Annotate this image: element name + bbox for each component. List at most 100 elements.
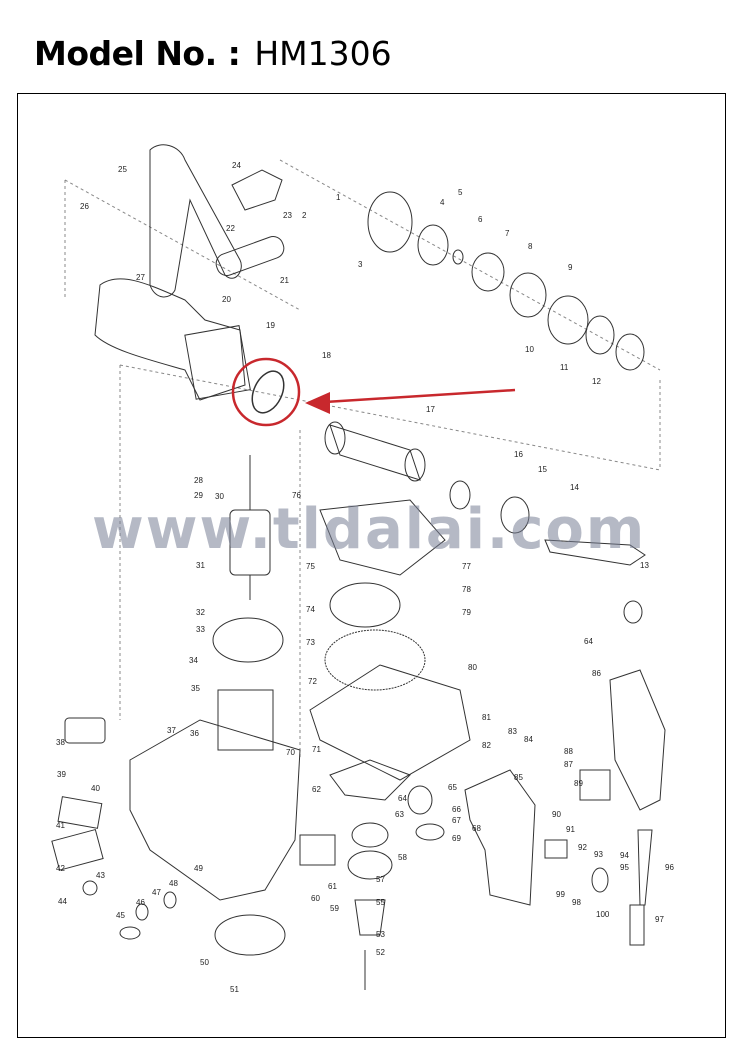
part-label-58: 58 — [398, 853, 407, 862]
part-number-labels: 1234567891011121314151617181920212223242… — [56, 161, 674, 994]
part-label-9: 9 — [568, 263, 573, 272]
part-label-96: 96 — [665, 863, 674, 872]
part-label-68: 68 — [472, 824, 481, 833]
part-label-95: 95 — [620, 863, 629, 872]
part-label-47: 47 — [152, 888, 161, 897]
part-label-5: 5 — [458, 188, 463, 197]
part-label-40: 40 — [91, 784, 100, 793]
part-label-45: 45 — [116, 911, 125, 920]
part-label-15: 15 — [538, 465, 547, 474]
part-label-24: 24 — [232, 161, 241, 170]
part-label-77: 77 — [462, 562, 471, 571]
part-label-53: 53 — [376, 930, 385, 939]
part-label-44: 44 — [58, 897, 67, 906]
bracket — [231, 169, 283, 211]
highlight-annotation — [231, 357, 516, 427]
part-label-1: 1 — [336, 193, 341, 202]
part-label-46: 46 — [136, 898, 145, 907]
part-label-55: 55 — [376, 898, 385, 907]
part-label-50: 50 — [200, 958, 209, 967]
part-label-93: 93 — [594, 850, 603, 859]
part-label-70: 70 — [286, 748, 295, 757]
part-label-34: 34 — [189, 656, 198, 665]
part-label-7: 7 — [505, 229, 510, 238]
part-label-20: 20 — [222, 295, 231, 304]
part-label-14: 14 — [570, 483, 579, 492]
side-grip-strap — [149, 144, 242, 298]
part-label-66: 66 — [452, 805, 461, 814]
rear-handle — [94, 278, 246, 401]
part-label-22: 22 — [226, 224, 235, 233]
part-label-27: 27 — [136, 273, 145, 282]
part-label-60: 60 — [311, 894, 320, 903]
part-label-36: 36 — [190, 729, 199, 738]
arrow-head-icon — [305, 392, 330, 414]
part-drawings — [51, 144, 666, 990]
part-label-73: 73 — [306, 638, 315, 647]
part-label-48: 48 — [169, 879, 178, 888]
part-label-52: 52 — [376, 948, 385, 957]
part-label-33: 33 — [196, 625, 205, 634]
part-label-98: 98 — [572, 898, 581, 907]
part-label-90: 90 — [552, 810, 561, 819]
part-label-85: 85 — [514, 773, 523, 782]
part-label-11: 11 — [560, 363, 569, 372]
part-label-64: 64 — [398, 794, 407, 803]
part-label-23: 23 — [283, 211, 292, 220]
part-label-65: 65 — [448, 783, 457, 792]
part-label-59: 59 — [330, 904, 339, 913]
part-label-21: 21 — [280, 276, 289, 285]
part-label-19: 19 — [266, 321, 275, 330]
part-label-81: 81 — [482, 713, 491, 722]
part-label-4: 4 — [440, 198, 445, 207]
part-label-12: 12 — [592, 377, 601, 386]
part-label-91: 91 — [566, 825, 575, 834]
arrow-shaft — [324, 388, 516, 404]
part-label-75: 75 — [306, 562, 315, 571]
part-label-72: 72 — [308, 677, 317, 686]
part-label-64: 64 — [584, 637, 593, 646]
part-label-28: 28 — [194, 476, 203, 485]
part-label-62: 62 — [312, 785, 321, 794]
part-label-61: 61 — [328, 882, 337, 891]
part-label-51: 51 — [230, 985, 239, 994]
part-label-37: 37 — [167, 726, 176, 735]
part-label-42: 42 — [56, 864, 65, 873]
part-label-25: 25 — [118, 165, 127, 174]
part-label-99: 99 — [556, 890, 565, 899]
part-label-67: 67 — [452, 816, 461, 825]
part-label-63: 63 — [395, 810, 404, 819]
part-label-6: 6 — [478, 215, 483, 224]
part-label-79: 79 — [462, 608, 471, 617]
part-label-83: 83 — [508, 727, 517, 736]
diagram-frame — [17, 93, 726, 1038]
part-label-78: 78 — [462, 585, 471, 594]
part-label-17: 17 — [426, 405, 435, 414]
part-label-32: 32 — [196, 608, 205, 617]
part-label-39: 39 — [57, 770, 66, 779]
part-label-100: 100 — [596, 910, 610, 919]
part-label-10: 10 — [525, 345, 534, 354]
part-label-31: 31 — [196, 561, 205, 570]
part-label-2: 2 — [302, 211, 307, 220]
part-label-82: 82 — [482, 741, 491, 750]
part-label-8: 8 — [528, 242, 533, 251]
part-label-26: 26 — [80, 202, 89, 211]
model-label: Model No. : — [34, 34, 241, 73]
part-label-84: 84 — [524, 735, 533, 744]
part-label-35: 35 — [191, 684, 200, 693]
part-label-97: 97 — [655, 915, 664, 924]
model-number: HM1306 — [254, 34, 392, 73]
part-label-87: 87 — [564, 760, 573, 769]
part-label-57: 57 — [376, 875, 385, 884]
part-label-18: 18 — [322, 351, 331, 360]
part-label-29: 29 — [194, 491, 203, 500]
part-label-16: 16 — [514, 450, 523, 459]
part-label-43: 43 — [96, 871, 105, 880]
part-label-94: 94 — [620, 851, 629, 860]
part-label-41: 41 — [56, 821, 65, 830]
part-label-71: 71 — [312, 745, 321, 754]
main-housing — [129, 719, 301, 901]
part-label-86: 86 — [592, 669, 601, 678]
